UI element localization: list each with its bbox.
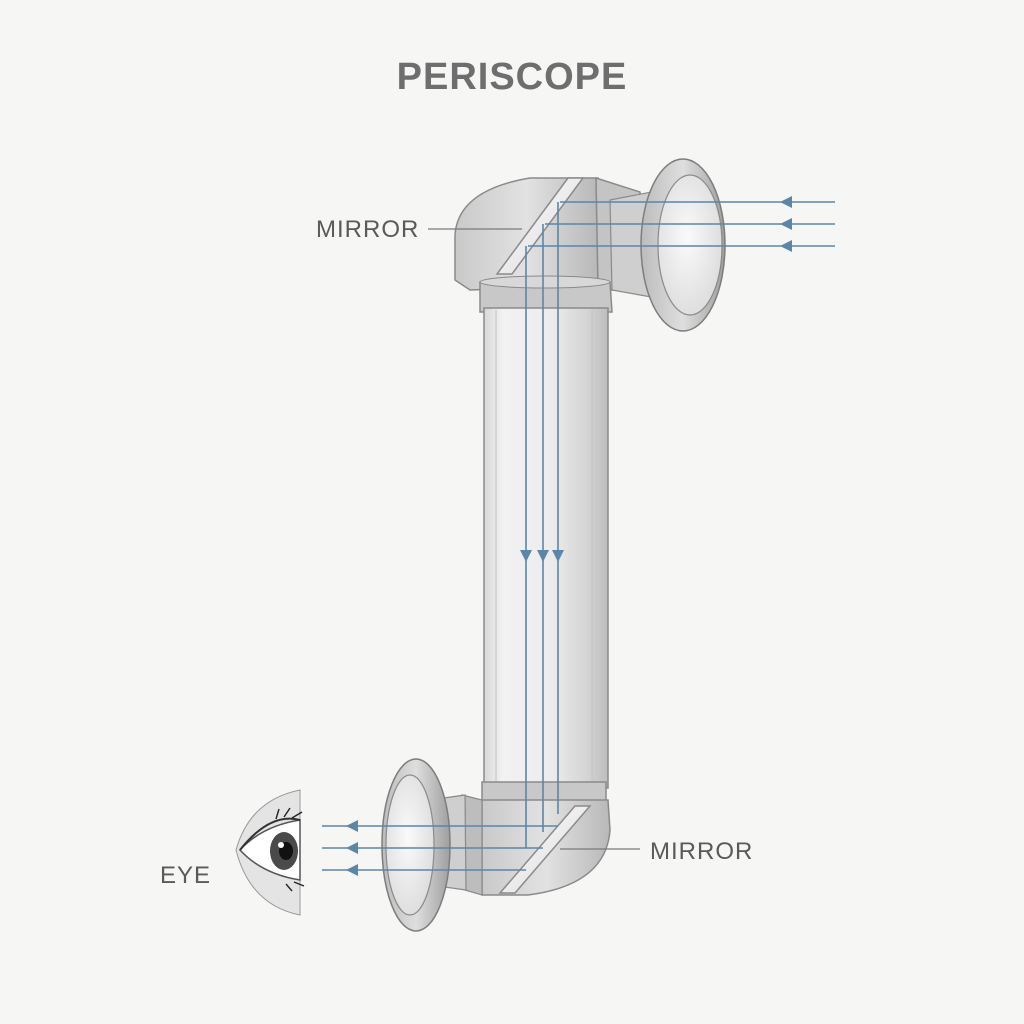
bottom-eyepiece [381,758,467,932]
bottom-mirror [498,805,592,894]
top-mirror-label: MIRROR [316,216,420,243]
arrowhead [780,196,792,208]
diagram-title: PERISCOPE [396,56,628,98]
bottom-mirror-label: MIRROR [650,838,754,865]
eye-icon [235,789,305,916]
arrowhead [780,218,792,230]
arrowhead [552,550,564,562]
bottom-mirror-housing [461,781,611,896]
arrowhead [346,864,358,876]
arrowhead [537,550,549,562]
top-eyepiece [609,158,726,332]
arrowhead [520,550,532,562]
periscope-tube [483,307,609,789]
eye-label: EYE [160,862,212,889]
arrowhead [780,240,792,252]
arrowhead [346,820,358,832]
arrowhead [346,842,358,854]
ray-arrowheads [346,196,792,876]
